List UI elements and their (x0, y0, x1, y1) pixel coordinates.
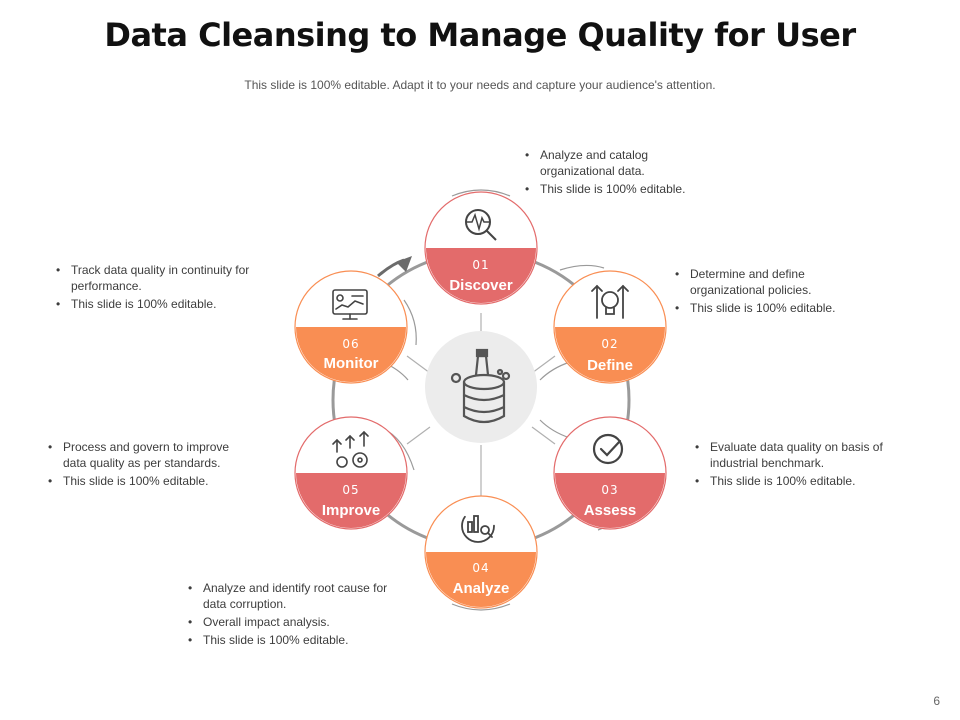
cycle-arrow-icon (396, 256, 412, 272)
step-node-define: 02 Define (553, 270, 667, 384)
step-number: 02 (601, 337, 618, 351)
step-number: 03 (601, 483, 618, 497)
monitor-bullets: Track data quality in continuity for per… (53, 262, 263, 314)
step-label: Discover (449, 277, 513, 294)
step-node-analyze: 04 Analyze (424, 495, 538, 609)
assess-bullets: Evaluate data quality on basis of indust… (692, 439, 912, 491)
analyze-bullets: Analyze and identify root cause for data… (185, 580, 400, 650)
step-node-assess: 03 Assess (553, 416, 667, 530)
slide-subtitle: This slide is 100% editable. Adapt it to… (244, 78, 716, 92)
cycle-arrow-stroke (377, 258, 405, 278)
step-number: 04 (472, 561, 489, 575)
check-circle-icon (592, 433, 624, 465)
gears-arrows-icon (332, 430, 369, 468)
monitor-dashboard-icon (332, 289, 368, 320)
step-label: Assess (584, 502, 637, 519)
step-node-improve: 05 Improve (294, 416, 408, 530)
bullet-item: This slide is 100% editable. (45, 473, 255, 489)
paint-brush-database-icon (450, 348, 511, 424)
bullet-item: Analyze and identify root cause for data… (185, 580, 400, 612)
step-number: 01 (472, 258, 489, 272)
bullet-item: This slide is 100% editable. (185, 632, 400, 648)
step-label: Monitor (324, 355, 379, 372)
step-node-monitor: 06 Monitor (294, 270, 408, 384)
step-label: Define (587, 357, 633, 374)
bullet-item: Determine and define organizational poli… (672, 266, 872, 298)
step-label: Improve (322, 502, 380, 519)
center-hub (425, 331, 537, 443)
bullet-item: Analyze and catalog organizational data. (522, 147, 722, 179)
bullet-item: Process and govern to improve data quali… (45, 439, 255, 471)
slide-title: Data Cleansing to Manage Quality for Use… (104, 16, 856, 54)
define-bullets: Determine and define organizational poli… (672, 266, 872, 318)
lightbulb-arrows-icon (591, 284, 629, 319)
improve-bullets: Process and govern to improve data quali… (45, 439, 255, 491)
step-label: Analyze (453, 580, 510, 597)
bullet-item: This slide is 100% editable. (53, 296, 263, 312)
bullet-item: This slide is 100% editable. (522, 181, 722, 197)
discover-bullets: Analyze and catalog organizational data.… (522, 147, 722, 199)
step-number: 06 (342, 337, 359, 351)
page-number: 6 (933, 694, 940, 708)
magnifier-pulse-icon (465, 209, 497, 241)
chart-magnifier-icon (461, 509, 495, 543)
spokes (406, 313, 556, 497)
bullet-item: This slide is 100% editable. (672, 300, 872, 316)
bullet-item: This slide is 100% editable. (692, 473, 912, 489)
bullet-item: Track data quality in continuity for per… (53, 262, 263, 294)
bullet-item: Evaluate data quality on basis of indust… (692, 439, 912, 471)
bullet-item: Overall impact analysis. (185, 614, 400, 630)
step-node-discover: 01 Discover (424, 191, 538, 305)
step-number: 05 (342, 483, 359, 497)
